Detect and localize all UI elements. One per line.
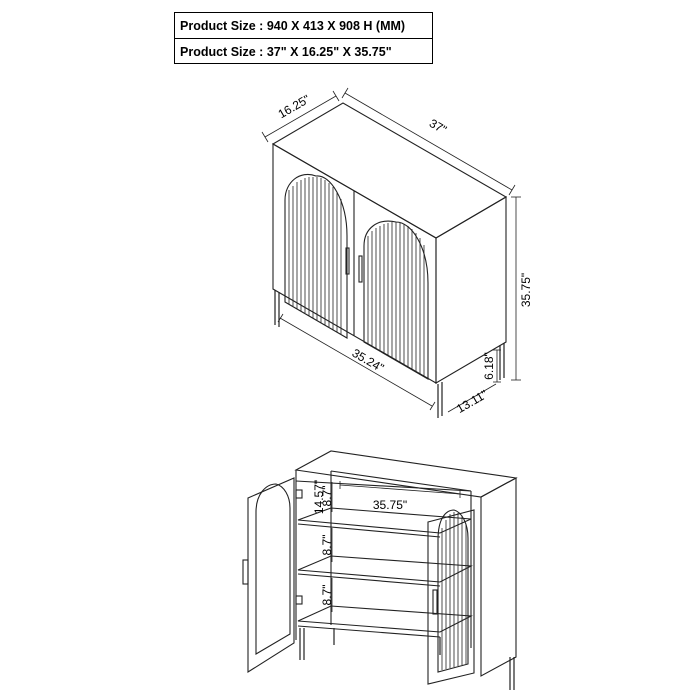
right-door-arch — [363, 220, 429, 380]
shelf-middle — [297, 555, 473, 583]
lower-hinge-left — [295, 595, 303, 605]
open-side — [480, 477, 517, 677]
left-door-handle — [242, 559, 249, 585]
label-leg-height: 6.18" — [482, 352, 496, 380]
back-top-edge — [330, 470, 472, 492]
label-height: 35.75" — [519, 273, 533, 307]
shelf-bottom — [297, 605, 473, 633]
product-size-inches: Product Size : 37" X 16.25" X 35.75" — [175, 38, 432, 64]
dim-leg-height — [493, 349, 501, 383]
label-mid-gap: 8.7" — [320, 535, 334, 556]
left-door-arch-window — [255, 483, 291, 655]
right-door-fluting-open — [441, 512, 467, 670]
open-cabinet: 35.75" 14.57" 8.7" 8.7" 8.7" — [242, 450, 518, 690]
label-width: 37" — [427, 116, 449, 137]
left-door-fluting — [288, 177, 342, 334]
shelf-top-edge — [297, 523, 441, 538]
label-shelf-width: 35.75" — [373, 498, 407, 512]
front-top-rail — [295, 480, 472, 492]
left-open-door — [247, 477, 295, 673]
closed-cabinet: 16.25" 37" 35.75" 35.24" 13.11" — [261, 87, 533, 418]
dim-inner-width — [277, 313, 436, 411]
open-legs — [299, 628, 515, 690]
dim-height — [511, 196, 521, 381]
label-top-gap: 8.7" — [320, 486, 334, 507]
shelf-bottom-edge — [297, 625, 441, 638]
dim-leg-depth — [447, 383, 497, 413]
right-open-door — [427, 509, 475, 685]
label-depth: 16.25" — [276, 92, 313, 121]
right-door-fluting — [367, 222, 425, 377]
right-door-handle — [432, 589, 438, 615]
label-inner-width: 35.24" — [350, 346, 387, 375]
dim-shelf-width — [339, 481, 461, 498]
shelf-top — [297, 507, 472, 534]
dim-depth — [261, 90, 340, 143]
product-size-mm: Product Size : 940 X 413 X 908 H (MM) — [180, 18, 406, 33]
left-door-arch — [284, 174, 348, 339]
cabinet-side — [435, 196, 507, 384]
label-low-gap: 8.7" — [320, 585, 334, 606]
shelf-middle-edge — [297, 573, 441, 587]
upper-hinge-left — [295, 489, 303, 499]
left-handle — [345, 247, 350, 275]
right-handle — [358, 255, 363, 283]
dim-width — [341, 87, 516, 196]
right-door-arch-window — [437, 509, 469, 673]
label-shelf-depth: 14.57" — [312, 480, 326, 514]
product-size-table: Product Size : 940 X 413 X 908 H (MM) Pr… — [174, 12, 433, 64]
label-leg-depth: 13.11" — [454, 387, 490, 416]
cabinet-legs — [274, 290, 505, 418]
